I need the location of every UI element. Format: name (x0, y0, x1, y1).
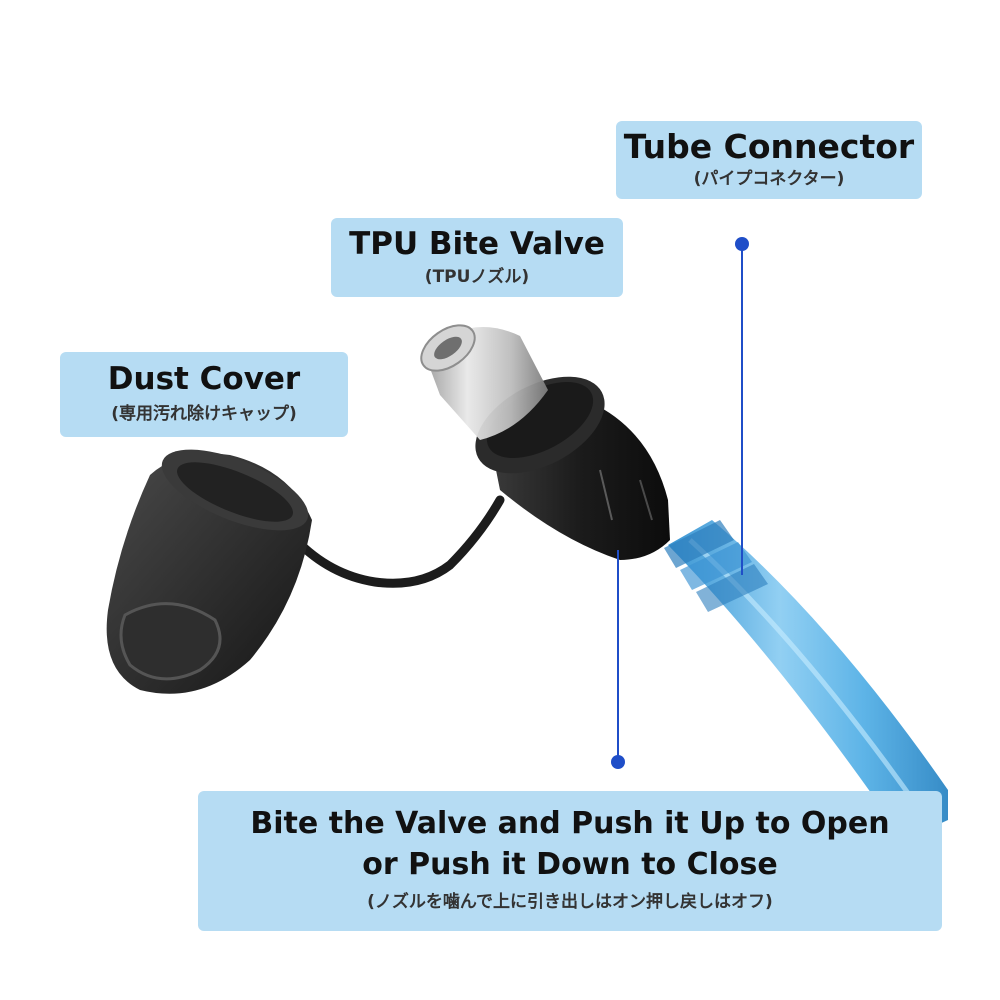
tube-connector-pointer (735, 237, 749, 575)
tube-connector-subtitle: (パイプコネクター) (693, 169, 845, 189)
dust-cover-title: Dust Cover (107, 361, 301, 397)
bite-valve-subtitle: (TPUノズル) (424, 267, 530, 287)
instructions-label: Bite the Valve and Push it Up to Open or… (198, 791, 942, 931)
instructions-line-2: or Push it Down to Close (362, 847, 778, 882)
instructions-line-1: Bite the Valve and Push it Up to Open (250, 806, 890, 841)
dust-cover-label: Dust Cover (専用汚れ除けキャップ) (60, 352, 348, 437)
tube-connector-label: Tube Connector (パイプコネクター) (616, 121, 922, 199)
tube-connector-ridges (664, 520, 768, 612)
valve-action-pointer (611, 550, 625, 769)
instructions-subtitle: (ノズルを噛んで上に引き出しはオン押し戻しはオフ) (367, 892, 773, 912)
bite-valve-label: TPU Bite Valve (TPUノズル) (331, 218, 623, 297)
dust-cover-cap (106, 449, 312, 694)
tether-strap (291, 495, 505, 588)
dust-cover-subtitle: (専用汚れ除けキャップ) (111, 404, 297, 424)
tube-connector-title: Tube Connector (623, 127, 915, 166)
blue-tube (664, 520, 948, 840)
bite-valve-title: TPU Bite Valve (349, 226, 605, 262)
bite-valve-nozzle (420, 324, 548, 440)
